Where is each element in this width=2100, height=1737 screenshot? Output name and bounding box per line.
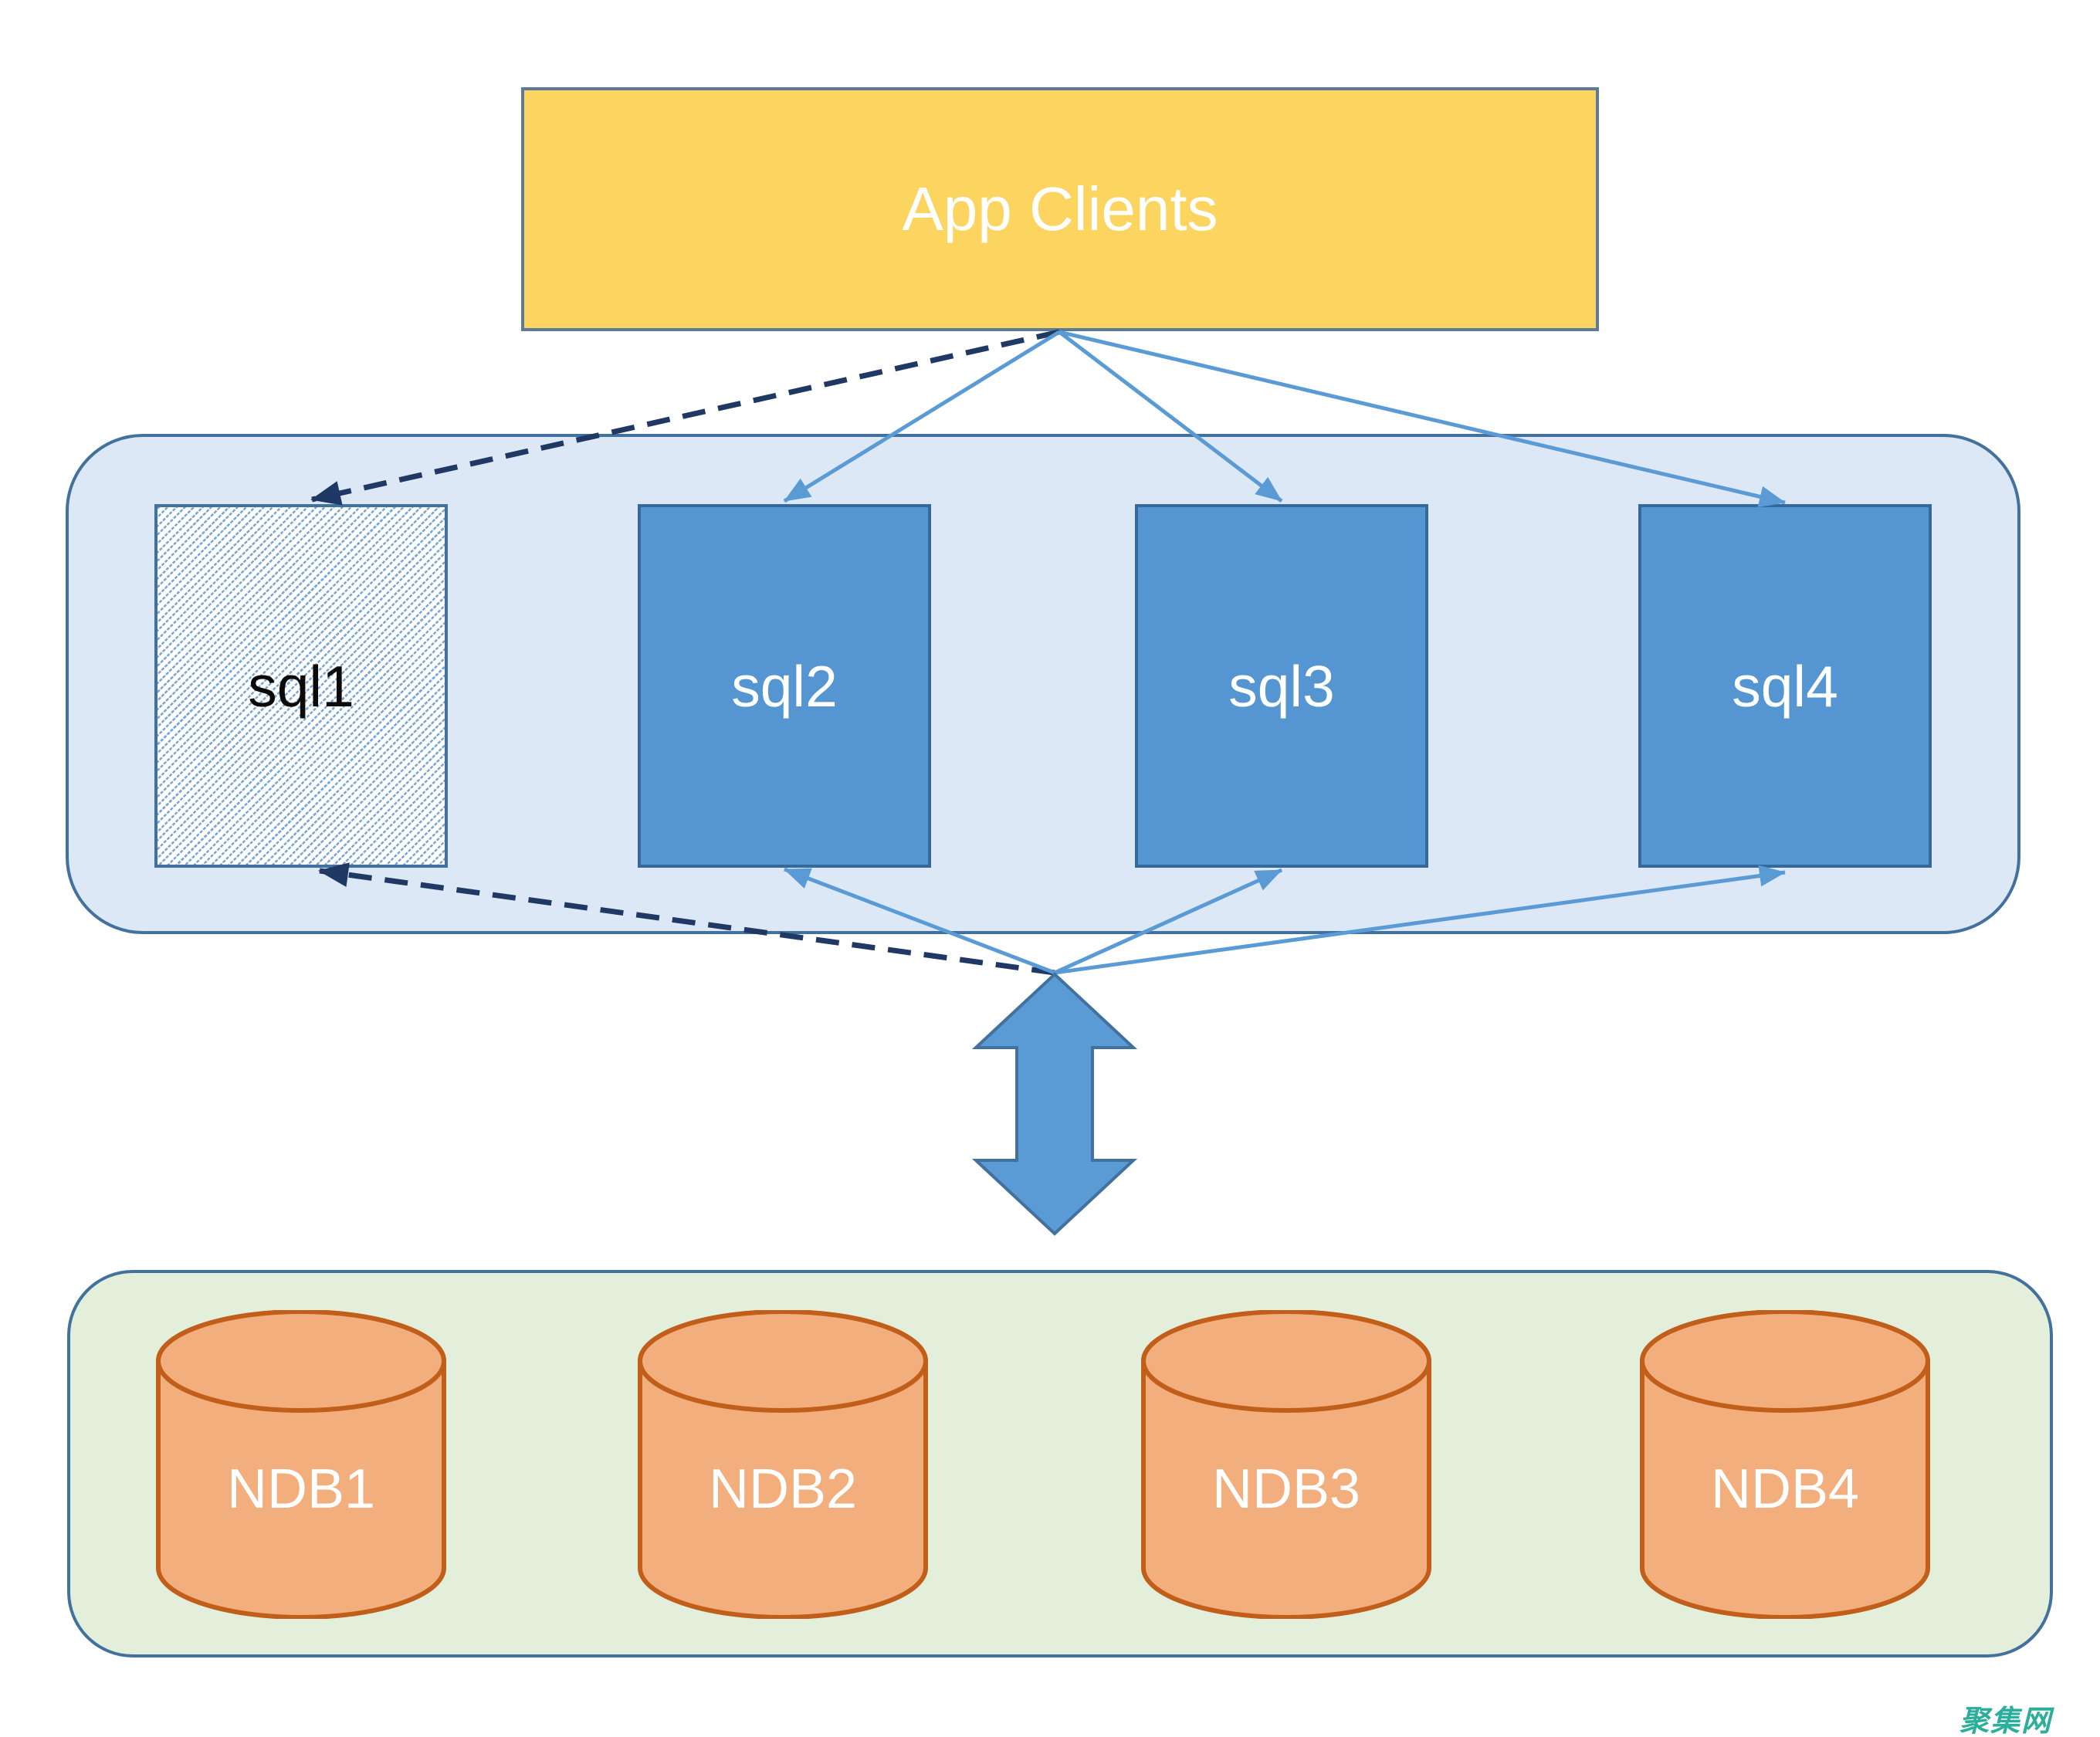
sql-node-2-label: sql2 bbox=[731, 653, 838, 719]
database-cylinder-icon bbox=[1640, 1310, 1930, 1619]
database-cylinder-icon bbox=[638, 1310, 928, 1619]
sql-node-1-label: sql1 bbox=[248, 653, 354, 719]
watermark: 聚集网 bbox=[1959, 1705, 2053, 1737]
database-cylinder-icon bbox=[156, 1310, 446, 1619]
sql-node-2: sql2 bbox=[638, 504, 931, 868]
ndb-cylinder-2: NDB2 bbox=[638, 1310, 928, 1619]
ndb-cylinder-3: NDB3 bbox=[1141, 1310, 1431, 1619]
ndb-2-label: NDB2 bbox=[708, 1458, 858, 1520]
ndb-4-label: NDB4 bbox=[1710, 1458, 1860, 1520]
app-clients-box: App Clients bbox=[521, 87, 1599, 331]
database-cylinder-icon bbox=[1141, 1310, 1431, 1619]
sql-node-3-label: sql3 bbox=[1228, 653, 1335, 719]
double-arrow-sql-ndb bbox=[971, 972, 1138, 1236]
ndb-3-label: NDB3 bbox=[1211, 1458, 1361, 1520]
sql-node-4-label: sql4 bbox=[1732, 653, 1838, 719]
app-clients-label: App Clients bbox=[902, 174, 1218, 243]
ndb-1-label: NDB1 bbox=[226, 1458, 376, 1520]
ndb-cylinder-4: NDB4 bbox=[1640, 1310, 1930, 1619]
sql-node-4: sql4 bbox=[1638, 504, 1932, 868]
ndb-cylinder-1: NDB1 bbox=[156, 1310, 446, 1619]
sql-node-1: sql1 bbox=[154, 504, 448, 868]
sql-node-3: sql3 bbox=[1135, 504, 1428, 868]
